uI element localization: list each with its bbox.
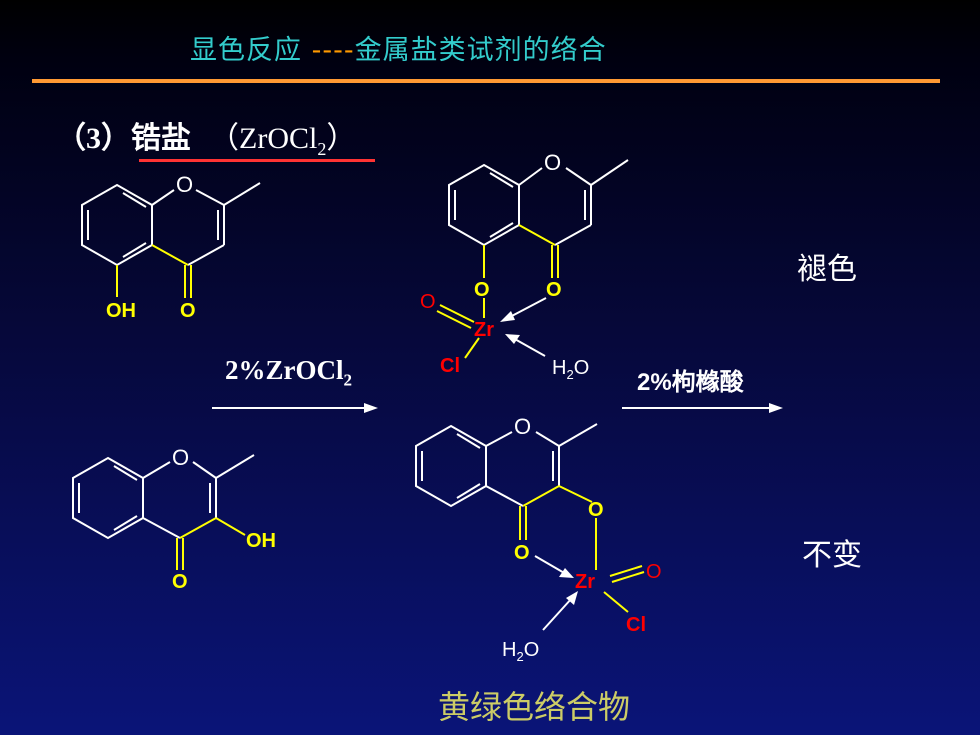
result-unchanged-label: 不变 — [802, 538, 862, 573]
coordination-arrow — [534, 555, 574, 578]
atom-label: OH — [106, 300, 136, 322]
page-title: 显色反应 ----金属盐类试剂的络合 — [190, 35, 607, 66]
atom-label: O — [172, 445, 189, 470]
molecule-3-hydroxychromone — [72, 454, 255, 570]
reaction-arrow-1 — [212, 403, 378, 413]
atom-label: O — [420, 291, 436, 313]
zirconium-complex-b — [415, 423, 645, 613]
water-label: H2O — [552, 357, 589, 382]
atom-label: O — [180, 300, 196, 322]
molecule-5-hydroxychromone — [81, 182, 261, 298]
zirconium-label: Zr — [575, 571, 595, 593]
water-label: H2O — [502, 639, 539, 664]
section-subtitle: （3）锆盐 （ZrOCl2） — [56, 113, 356, 160]
atom-label: O — [546, 279, 562, 301]
subtitle-underline — [139, 159, 375, 162]
atom-label: O — [514, 414, 531, 439]
atom-label: O — [474, 279, 490, 301]
atom-label: O — [588, 499, 604, 521]
zirconium-label: Zr — [474, 319, 494, 341]
atom-label: O — [176, 172, 193, 197]
title-divider — [32, 79, 940, 83]
complex-color-label: 黄绿色络合物 — [438, 688, 631, 726]
atom-label: OH — [246, 530, 276, 552]
atom-label: O — [544, 150, 561, 175]
coordination-arrow — [542, 591, 578, 631]
coordination-arrow — [505, 334, 546, 357]
chlorine-label: Cl — [440, 355, 460, 377]
reagent-formula: （ZrOCl2） — [209, 122, 357, 159]
atom-label: O — [646, 561, 662, 583]
zirconium-complex-a — [436, 159, 629, 359]
chlorine-label: Cl — [626, 614, 646, 636]
atom-label: O — [514, 542, 530, 564]
coordination-arrow — [500, 297, 547, 322]
reagent-zrocl2-label: 2%ZrOCl2 — [225, 355, 352, 390]
section-label: （3）锆盐 — [56, 122, 191, 155]
atom-label: O — [172, 571, 188, 593]
reaction-arrow-2 — [622, 403, 783, 413]
reagent-citric-acid-label: 2%枸橼酸 — [637, 369, 744, 396]
result-fade-label: 褪色 — [797, 252, 857, 287]
